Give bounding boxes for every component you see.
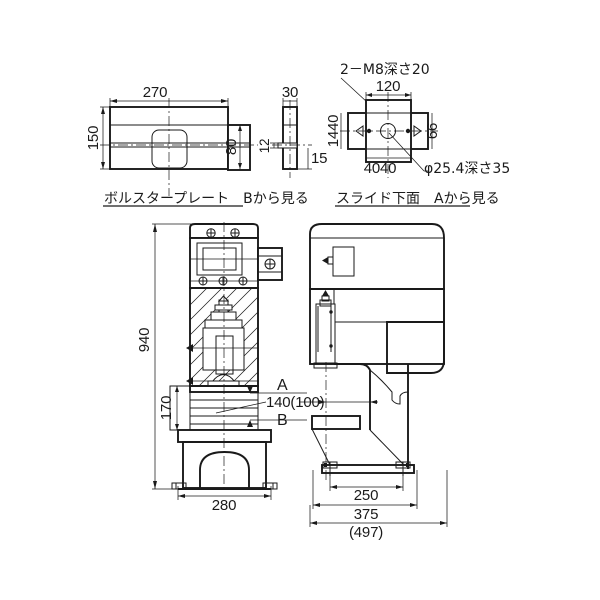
label-a: A bbox=[277, 377, 288, 394]
dim-270-arrow-right bbox=[221, 99, 228, 103]
front-base-plate bbox=[177, 429, 272, 443]
dim-250-arrow-l bbox=[330, 485, 337, 489]
dim-375-label: 375 bbox=[354, 506, 378, 523]
dim-1440-label: 1440 bbox=[325, 115, 342, 148]
dim-170-arrow-top bbox=[175, 386, 179, 392]
dim-940-arrow-bot bbox=[153, 481, 157, 489]
front-guide-mark-left-lower bbox=[186, 377, 193, 385]
dim-170-arrow-bot bbox=[175, 424, 179, 430]
label-b: B bbox=[277, 412, 288, 429]
side-panel-latch bbox=[322, 256, 334, 265]
side-throat-contour bbox=[369, 364, 409, 405]
slide-bottom-view: 2－M8深さ20 bbox=[325, 62, 510, 207]
dim-497-label: (497) bbox=[349, 524, 383, 541]
side-lower-right bbox=[386, 321, 445, 374]
bolster-center-boss bbox=[151, 129, 188, 169]
dim-15-label: 15 bbox=[311, 150, 327, 167]
side-base-plate bbox=[321, 464, 415, 474]
dim-270-arrow-left bbox=[110, 99, 117, 103]
dim-30-label: 30 bbox=[282, 84, 298, 101]
dim-12-label: 12 bbox=[257, 139, 272, 153]
dim-940-arrow-top bbox=[153, 224, 157, 232]
dim-170-label: 170 bbox=[158, 396, 175, 420]
dim-120-label: 120 bbox=[376, 78, 400, 95]
dim-940-label: 940 bbox=[136, 328, 153, 352]
dim-80-label: 80 bbox=[223, 139, 240, 155]
dim-80-arrow-top bbox=[238, 125, 242, 131]
dim-280-arrow-r bbox=[264, 494, 271, 498]
slide-bottom-caption: スライド下面 Aから見る bbox=[336, 191, 500, 207]
dim-120-arrow-r bbox=[405, 93, 411, 97]
note-bore-label: φ25.4深さ35 bbox=[424, 161, 510, 177]
dim-280-arrow-l bbox=[178, 494, 185, 498]
front-crown-bolts bbox=[206, 228, 240, 238]
label-b-arrow bbox=[247, 420, 253, 427]
front-base-arch bbox=[199, 451, 250, 488]
side-bolster-leg-r bbox=[369, 429, 405, 466]
stroke-dim-arrow-r bbox=[370, 400, 377, 404]
note-m8-label: 2－M8深さ20 bbox=[340, 62, 430, 78]
dim-150-arrow-bot bbox=[101, 162, 105, 169]
dim-375-arrow-l bbox=[313, 503, 320, 507]
bolster-plate-caption: ボルスタープレート Bから見る bbox=[104, 191, 309, 207]
front-base-body bbox=[182, 441, 267, 489]
dim-80-arrow-bot bbox=[238, 163, 242, 169]
stroke-label: 140(100) bbox=[266, 394, 325, 411]
side-view: 250 375 (497) bbox=[300, 223, 448, 541]
dim-250-arrow-r bbox=[396, 485, 403, 489]
dim-270-label: 270 bbox=[143, 84, 167, 101]
dim-375-arrow-r bbox=[410, 503, 417, 507]
dim-150-label: 150 bbox=[85, 126, 102, 150]
dim-497-arrow-r bbox=[440, 521, 447, 525]
stroke-dim-arrow-l bbox=[319, 400, 326, 404]
front-view: 940 170 280 A B 140(100) bbox=[136, 222, 325, 514]
side-bolster-leg-l bbox=[311, 428, 331, 466]
dim-497-arrow-l bbox=[310, 521, 317, 525]
front-ram-assembly bbox=[202, 295, 245, 387]
side-bolster-plate bbox=[311, 415, 361, 430]
bolster-side-lip bbox=[277, 142, 298, 149]
dim-250-label: 250 bbox=[354, 487, 378, 504]
side-throat-left bbox=[334, 363, 371, 430]
note-bore-leader bbox=[388, 132, 425, 172]
bolster-side-view: 30 12 15 bbox=[257, 84, 327, 178]
dim-4040-label: 4040 bbox=[364, 160, 397, 177]
front-guide-mark-left-upper bbox=[186, 344, 193, 352]
dim-66-label: 66 bbox=[424, 123, 441, 139]
label-a-arrow bbox=[247, 386, 253, 393]
front-gearbox-bolt bbox=[264, 258, 276, 270]
side-cylinder-assembly bbox=[313, 290, 338, 369]
stroke-leader bbox=[215, 401, 267, 414]
bolster-plate-view: 270 150 80 ボルスタープレート Bから見る bbox=[85, 84, 309, 207]
dim-280-label: 280 bbox=[212, 497, 236, 514]
front-side-gearbox bbox=[257, 247, 283, 281]
dim-120-arrow-l bbox=[366, 93, 372, 97]
dim-150-arrow-top bbox=[101, 107, 105, 114]
